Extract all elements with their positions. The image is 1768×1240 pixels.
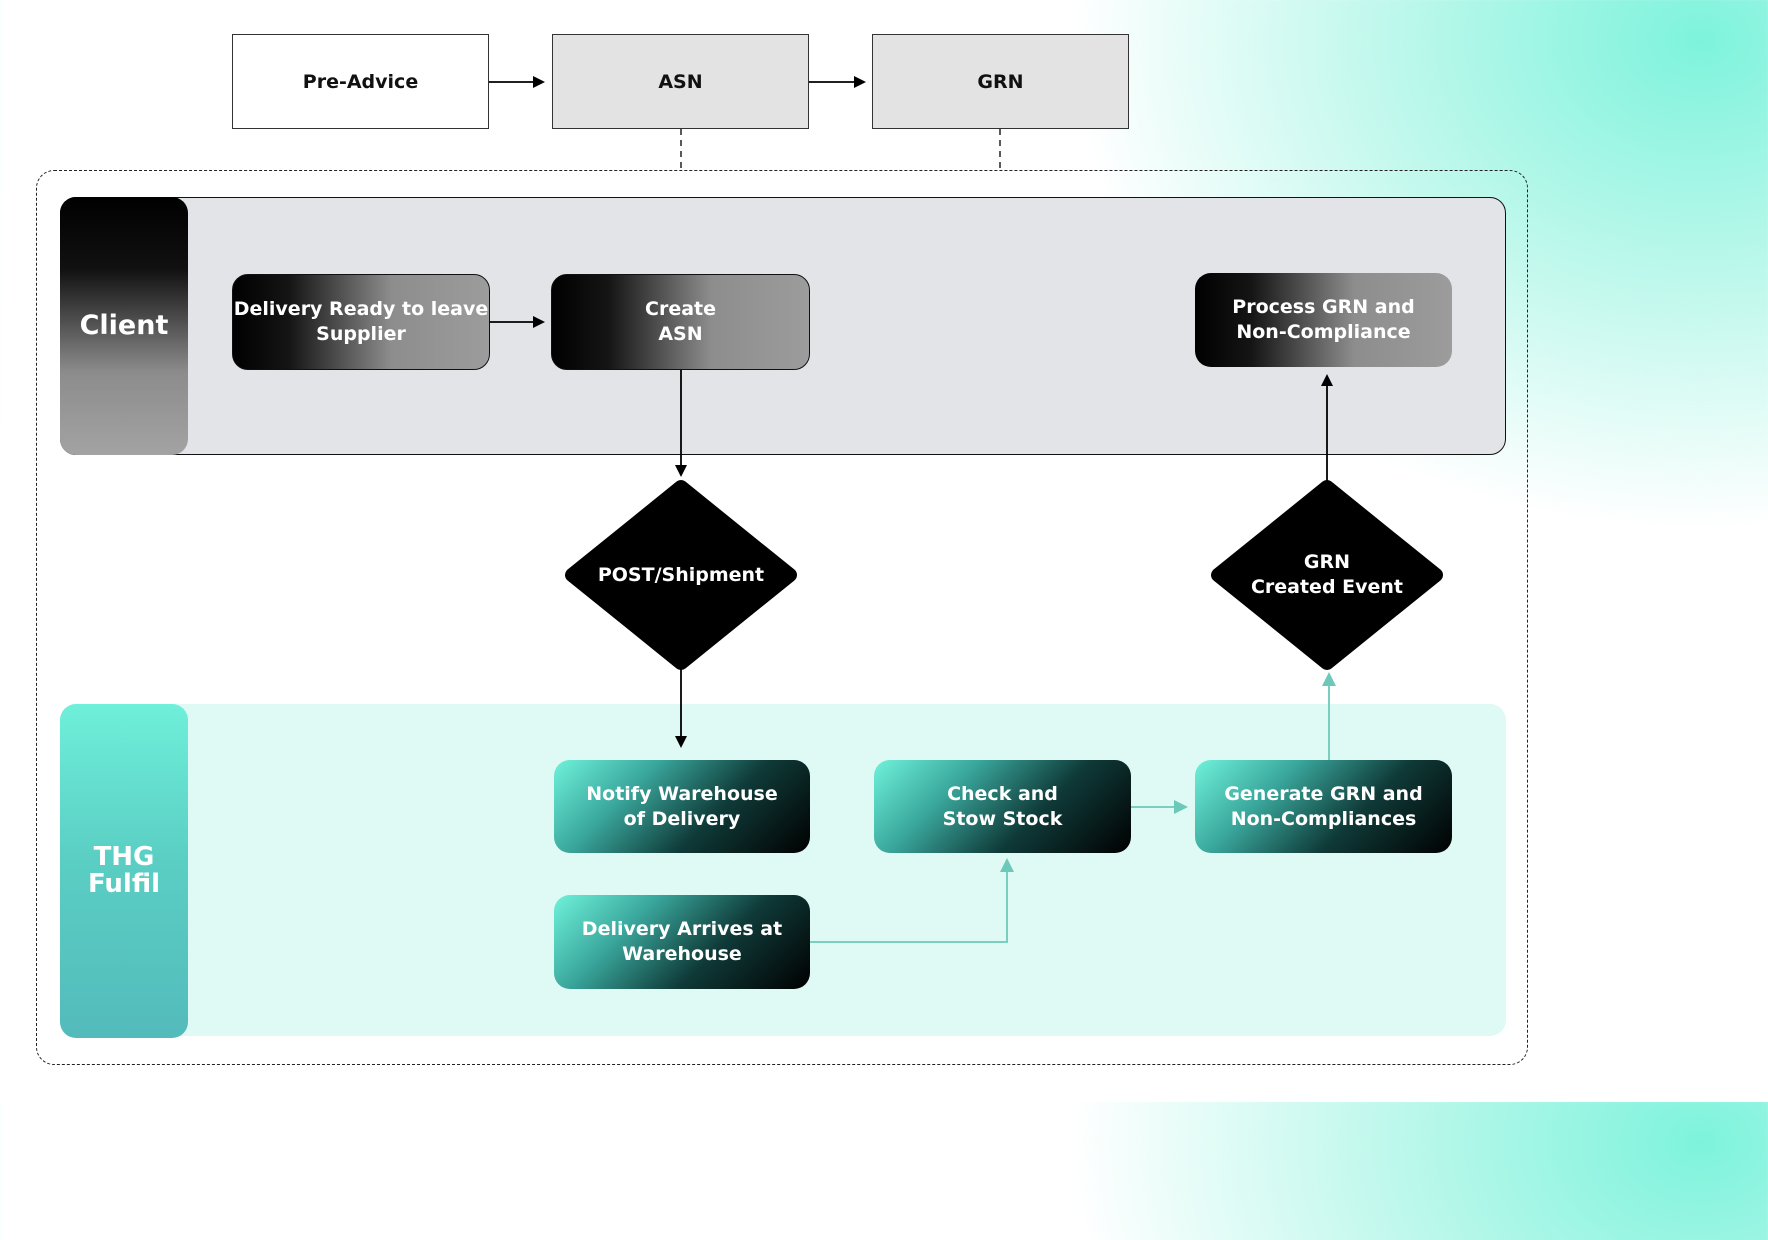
pre-advice-box: Pre-Advice — [232, 34, 489, 129]
create-asn-step: Create ASN — [551, 274, 810, 370]
asn-box: ASN — [552, 34, 809, 129]
process-grn-step: Process GRN and Non-Compliance — [1195, 273, 1452, 367]
delivery-ready-step: Delivery Ready to leave Supplier — [232, 274, 490, 370]
check-stow-step: Check and Stow Stock — [874, 760, 1131, 853]
post-shipment-label: POST/Shipment — [597, 563, 765, 586]
grn-created-event-label: GRN Created Event — [1250, 551, 1404, 598]
thg-fulfil-lane-label: THG Fulfil — [60, 704, 188, 1038]
notify-warehouse-step: Notify Warehouse of Delivery — [554, 760, 810, 853]
client-lane-label: Client — [60, 197, 188, 455]
generate-grn-step: Generate GRN and Non-Compliances — [1195, 760, 1452, 853]
delivery-arrives-step: Delivery Arrives at Warehouse — [554, 895, 810, 989]
process-boundary — [36, 170, 1528, 1065]
grn-box: GRN — [872, 34, 1129, 129]
diagram-connectors — [680, 129, 1001, 170]
